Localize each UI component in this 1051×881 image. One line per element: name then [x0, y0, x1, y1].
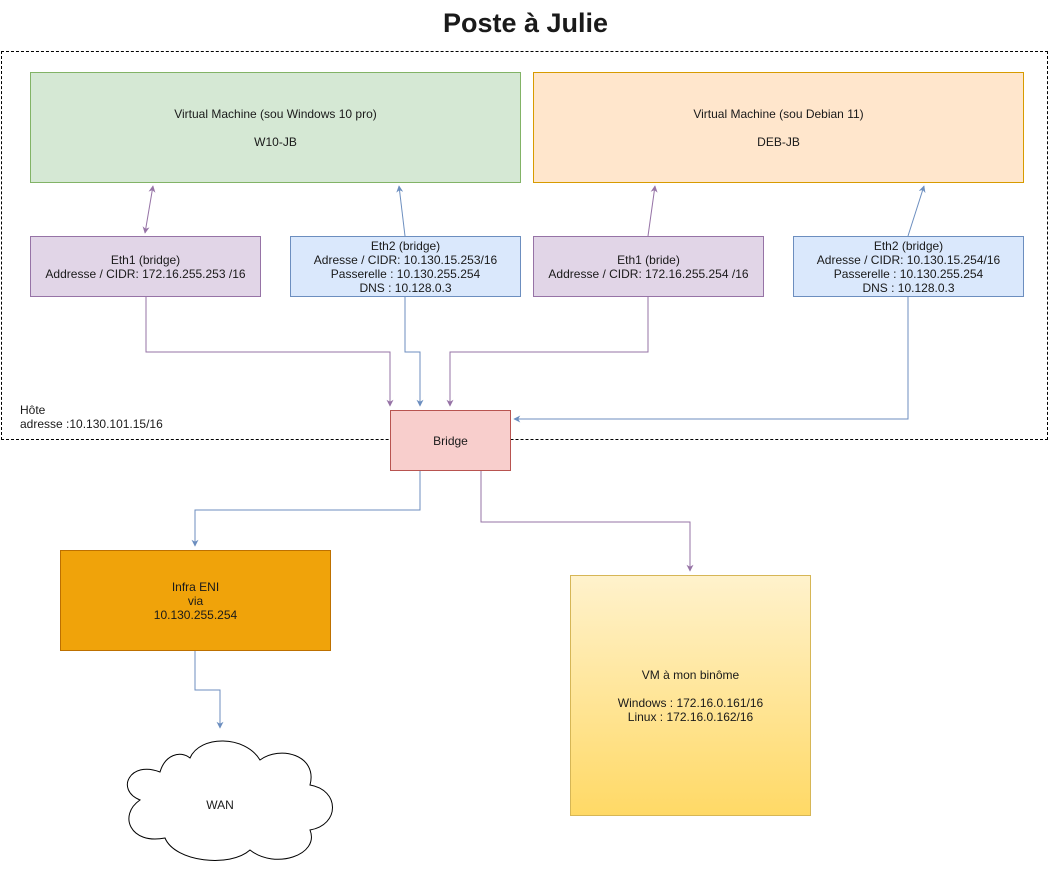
- edge-w10-eth2-vm: [396, 185, 406, 237]
- wan-cloud-outline: [127, 740, 333, 861]
- w10-eth1-box[interactable]: Eth1 (bridge) Addresse / CIDR: 172.16.25…: [30, 236, 261, 297]
- w10-eth1-cidr: Addresse / CIDR: 172.16.255.253 /16: [45, 266, 246, 281]
- deb-eth2-box[interactable]: Eth2 (bridge) Adresse / CIDR: 10.130.15.…: [793, 236, 1024, 297]
- infra-name: Infra ENI: [171, 579, 220, 594]
- vm-deb-box[interactable]: Virtual Machine (sou Debian 11) DEB-JB: [533, 72, 1024, 183]
- deb-eth2-dns: DNS : 10.128.0.3: [862, 280, 955, 295]
- vm-w10-box[interactable]: Virtual Machine (sou Windows 10 pro) W10…: [30, 72, 521, 183]
- edge-deb-eth2-vm: [907, 185, 926, 237]
- deb-eth1-cidr: Addresse / CIDR: 172.16.255.254 /16: [548, 266, 749, 281]
- binome-vm-box[interactable]: VM à mon binôme Windows : 172.16.0.161/1…: [570, 575, 811, 816]
- edge-deb-eth1-vm: [647, 185, 658, 237]
- edge-deb-eth1-bridge: [446, 297, 649, 407]
- bridge-label: Bridge: [433, 433, 468, 448]
- vm-w10-name: W10-JB: [254, 134, 297, 149]
- edge-bridge-infra: [191, 471, 421, 547]
- w10-eth1-name: Eth1 (bridge): [110, 252, 181, 267]
- vm-deb-description: Virtual Machine (sou Debian 11): [693, 106, 864, 121]
- host-boundary: [1, 51, 1048, 440]
- infra-via: via: [187, 593, 204, 608]
- infra-eni-box[interactable]: Infra ENI via 10.130.255.254: [60, 550, 331, 651]
- binome-title: VM à mon binôme: [641, 667, 740, 682]
- deb-eth2-name: Eth2 (bridge): [873, 238, 944, 253]
- w10-eth2-cidr: Adresse / CIDR: 10.130.15.253/16: [313, 252, 498, 267]
- edge-w10-eth1-bridge: [145, 297, 394, 407]
- w10-eth2-box[interactable]: Eth2 (bridge) Adresse / CIDR: 10.130.15.…: [290, 236, 521, 297]
- host-name: Hôte: [20, 403, 46, 417]
- edge-deb-eth2-bridge: [513, 297, 909, 423]
- deb-eth1-name: Eth1 (bride): [617, 252, 680, 267]
- host-label: Hôte adresse :10.130.101.15/16: [20, 403, 163, 431]
- w10-eth2-dns: DNS : 10.128.0.3: [359, 280, 452, 295]
- w10-eth2-gateway: Passerelle : 10.130.255.254: [330, 266, 481, 281]
- vm-w10-description: Virtual Machine (sou Windows 10 pro): [174, 106, 377, 121]
- deb-eth1-box[interactable]: Eth1 (bride) Addresse / CIDR: 172.16.255…: [533, 236, 764, 297]
- w10-eth2-name: Eth2 (bridge): [370, 238, 441, 253]
- deb-eth2-gateway: Passerelle : 10.130.255.254: [833, 266, 984, 281]
- infra-gateway: 10.130.255.254: [153, 607, 238, 622]
- binome-windows: Windows : 172.16.0.161/16: [617, 695, 764, 710]
- binome-linux: Linux : 172.16.0.162/16: [627, 709, 754, 724]
- diagram-title: Poste à Julie: [442, 8, 609, 38]
- vm-deb-name: DEB-JB: [757, 134, 800, 149]
- wan-label: WAN: [206, 798, 234, 812]
- host-address: adresse :10.130.101.15/16: [20, 417, 163, 431]
- deb-eth2-cidr: Adresse / CIDR: 10.130.15.254/16: [816, 252, 1001, 267]
- bridge-box[interactable]: Bridge: [390, 410, 511, 471]
- edge-bridge-binome: [480, 471, 694, 572]
- edge-w10-eth2-bridge: [404, 297, 424, 407]
- edge-infra-wan: [194, 651, 224, 729]
- edge-w10-eth1-vm: [142, 185, 156, 234]
